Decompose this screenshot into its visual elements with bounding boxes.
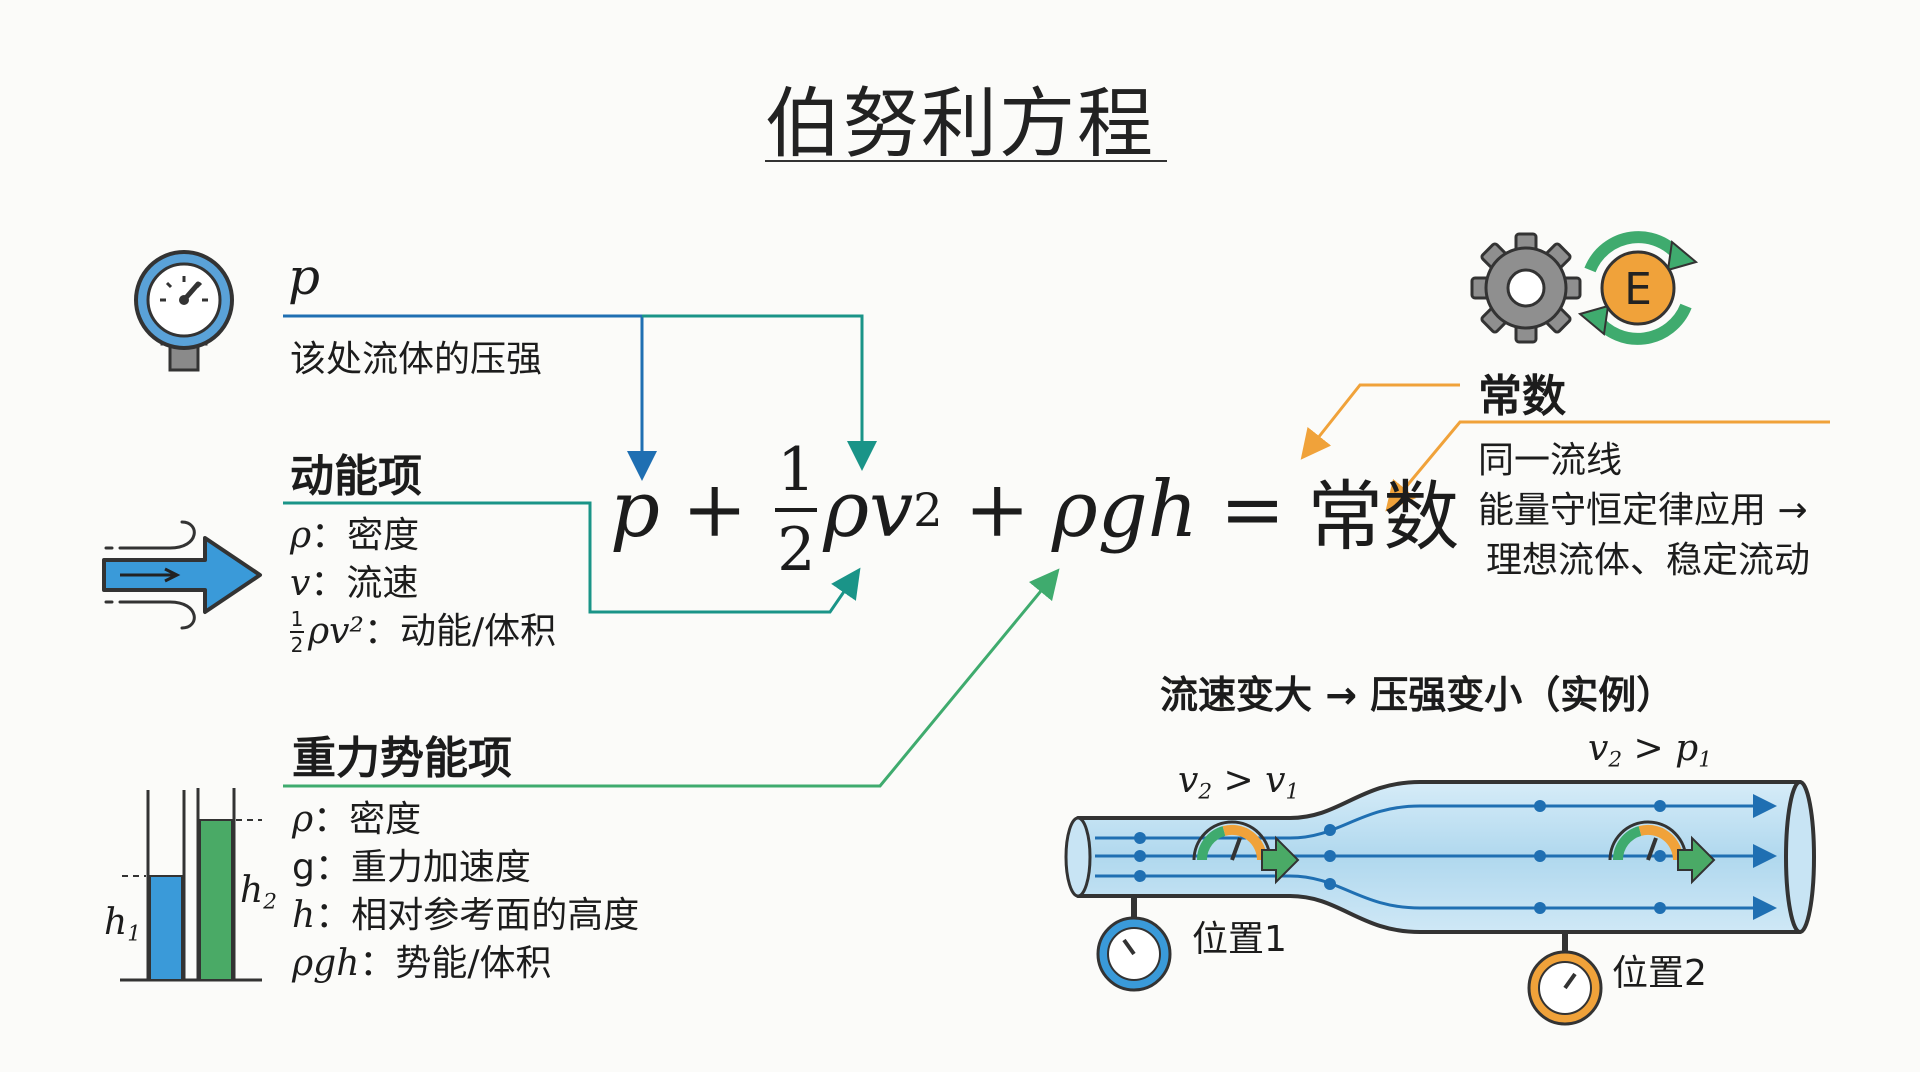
- kinetic-rho-row: ρ ：密度: [290, 512, 556, 560]
- potential-g-row: g ：重力加速度: [292, 844, 639, 892]
- eq-square: 2: [913, 483, 943, 537]
- eq-frac-num: 1: [777, 435, 816, 505]
- height-bars-icon: [120, 788, 262, 982]
- eq-constant: 常数: [1307, 472, 1460, 561]
- potential-g-desc: ：重力加速度: [314, 847, 531, 888]
- speed-compare-1-b: v: [1265, 760, 1286, 801]
- potential-term-desc: ：势能/体积: [359, 943, 552, 984]
- potential-h-row: h ：相对参考面的高度: [292, 892, 639, 940]
- potential-legend: ρ ：密度 g ：重力加速度 h ：相对参考面的高度 ρgh ：势能/体积: [292, 796, 639, 988]
- eq-plus-2: +: [964, 465, 1030, 555]
- potential-term-row: ρgh ：势能/体积: [292, 940, 639, 988]
- speed-compare-2-op: >: [1622, 728, 1676, 769]
- h1-base: h: [104, 902, 128, 943]
- constant-note-2: 能量守恒定律应用 →: [1478, 490, 1808, 531]
- eq-pressure: p: [610, 465, 660, 555]
- example-heading: 流速变大 → 压强变小（实例）: [1160, 673, 1675, 717]
- eq-frac-den: 2: [777, 515, 816, 585]
- speed-compare-2-b: p: [1675, 728, 1699, 769]
- kinetic-legend: ρ ：密度 v ：流速 1 2 ρv² ：动能/体积: [290, 512, 556, 656]
- potential-heading: 重力势能项: [292, 733, 512, 784]
- potential-rho-desc: ：密度: [313, 799, 422, 840]
- h2-sub: 2: [263, 889, 277, 915]
- h1-sub: 1: [127, 921, 141, 947]
- potential-h-symbol: h: [292, 895, 316, 936]
- speed-compare-label-2: v2 > p1: [1588, 728, 1712, 772]
- gear-icon: [1470, 232, 1582, 344]
- eq-plus-1: +: [681, 465, 748, 555]
- speed-compare-label-1: v2 > v1: [1178, 760, 1299, 804]
- potential-h-desc: ：相对参考面的高度: [315, 895, 640, 936]
- kinetic-term-symbol: ρv²: [308, 611, 364, 652]
- pressure-symbol: p: [288, 248, 321, 306]
- kinetic-v-row: v ：流速: [290, 560, 556, 608]
- h2-label: h2: [240, 870, 277, 914]
- title-underline: [765, 160, 1167, 162]
- kinetic-frac-num: 1: [290, 607, 304, 631]
- speed-compare-1-a: v: [1178, 760, 1199, 801]
- gauge-position-2-icon: [1527, 932, 1603, 1026]
- kinetic-rho-desc: ：密度: [311, 515, 420, 556]
- wind-arrow-icon: [102, 520, 262, 630]
- kinetic-connector: [283, 501, 861, 614]
- speed-compare-1-a-sub: 2: [1198, 779, 1213, 805]
- kinetic-v-desc: ：流速: [310, 563, 419, 604]
- speed-compare-2-b-sub: 1: [1698, 747, 1712, 773]
- position-1-label: 位置1: [1192, 919, 1287, 960]
- constant-heading: 常数: [1478, 371, 1566, 422]
- potential-term-symbol: ρgh: [292, 943, 360, 984]
- kinetic-heading: 动能项: [290, 451, 422, 502]
- h1-label: h1: [104, 902, 141, 946]
- kinetic-term-row: 1 2 ρv² ：动能/体积: [290, 608, 556, 656]
- eq-equals: =: [1219, 465, 1286, 555]
- kinetic-frac-den: 2: [290, 633, 304, 657]
- speed-dial-icon: [1192, 820, 1300, 885]
- pressure-gauge-icon: [134, 250, 234, 372]
- potential-rho-row: ρ ：密度: [292, 796, 639, 844]
- constant-notes: 同一流线 能量守恒定律应用 → 理想流体、稳定流动: [1478, 436, 1810, 586]
- pressure-description: 该处流体的压强: [290, 339, 543, 380]
- pressure-connector: [283, 314, 877, 481]
- gauge-position-1-icon: [1096, 896, 1172, 992]
- page-title: 伯努利方程: [765, 79, 1155, 168]
- energy-letter: E: [1624, 264, 1652, 315]
- potential-rho-symbol: ρ: [292, 799, 314, 840]
- kinetic-term-desc: ：动能/体积: [363, 611, 557, 652]
- eq-frac-bar: [775, 508, 818, 512]
- kinetic-fraction: 1 2: [290, 609, 304, 655]
- potential-g-symbol: g: [292, 847, 315, 888]
- energy-cycle-icon: [1577, 231, 1699, 345]
- constant-note-3: 理想流体、稳定流动: [1486, 540, 1811, 581]
- eq-fraction: 1 2: [775, 435, 818, 585]
- speed-compare-1-op: >: [1212, 760, 1266, 801]
- kinetic-rho-symbol: ρ: [290, 515, 312, 556]
- eq-rho-v: ρv: [823, 465, 914, 555]
- venturi-pipe: [1064, 780, 1816, 934]
- eq-rho-g-h: ρgh: [1051, 465, 1198, 555]
- position-2-label: 位置2: [1612, 953, 1707, 994]
- constant-note-1: 同一流线: [1478, 440, 1623, 481]
- potential-connector: [283, 568, 1060, 788]
- h2-base: h: [240, 870, 264, 911]
- constant-connector: [1300, 383, 1830, 512]
- speed-compare-1-b-sub: 1: [1285, 779, 1300, 805]
- speed-compare-2-a: v: [1588, 728, 1609, 769]
- speed-compare-2-a-sub: 2: [1608, 747, 1623, 773]
- speed-dial-icon: [1608, 820, 1716, 885]
- kinetic-v-symbol: v: [290, 563, 311, 604]
- kinetic-frac-bar: [290, 631, 304, 633]
